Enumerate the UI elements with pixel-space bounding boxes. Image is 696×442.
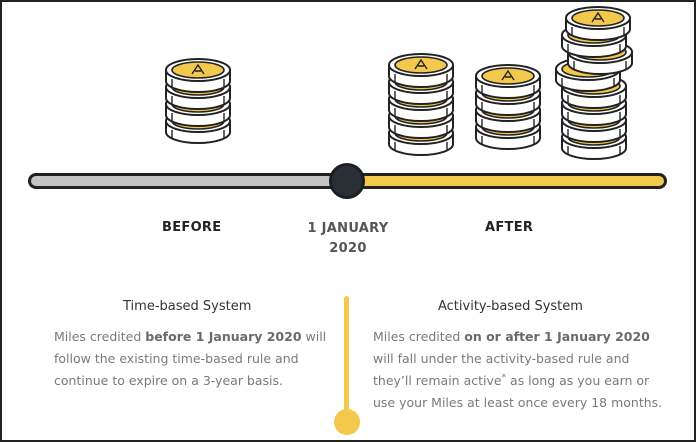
divider-line xyxy=(344,296,349,414)
date-label-line1: 1 JANUARY xyxy=(307,221,389,236)
after-stack-2 xyxy=(475,64,541,150)
activity-based-bold-date: on or after 1 January 2020 xyxy=(464,329,650,344)
after-stack-3 xyxy=(555,6,633,160)
date-label: 1 JANUARY 2020 xyxy=(300,219,396,259)
airline-logo-icon xyxy=(565,6,631,41)
timeline-marker xyxy=(329,163,365,199)
date-label-line2: 2020 xyxy=(329,241,367,256)
before-label: BEFORE xyxy=(162,220,222,235)
activity-based-description: Miles credited on or after 1 January 202… xyxy=(373,326,663,414)
before-stack xyxy=(165,58,231,144)
after-stack-1 xyxy=(388,53,454,156)
divider-dot xyxy=(334,409,360,435)
activity-based-text-end: as long as you earn or use your Miles at… xyxy=(373,373,663,410)
time-based-text-end: will follow the existing time-based rule… xyxy=(54,329,327,388)
footnote-asterisk: * xyxy=(501,372,507,383)
airline-logo-icon xyxy=(475,64,541,99)
time-based-text-start: Miles credited xyxy=(54,329,146,344)
time-based-heading: Time-based System xyxy=(123,299,252,314)
time-based-bold-date: before 1 January 2020 xyxy=(145,329,302,344)
timeline-past-segment xyxy=(28,173,358,189)
airline-logo-icon xyxy=(165,58,231,93)
activity-based-heading: Activity-based System xyxy=(438,299,583,314)
activity-based-text-middle: will fall under the activity-based rule … xyxy=(373,351,630,388)
timeline-future-segment xyxy=(348,173,667,189)
airline-logo-icon xyxy=(388,53,454,88)
time-based-description: Miles credited before 1 January 2020 wil… xyxy=(54,326,334,392)
after-label: AFTER xyxy=(485,220,534,235)
activity-based-text-start: Miles credited xyxy=(373,329,465,344)
